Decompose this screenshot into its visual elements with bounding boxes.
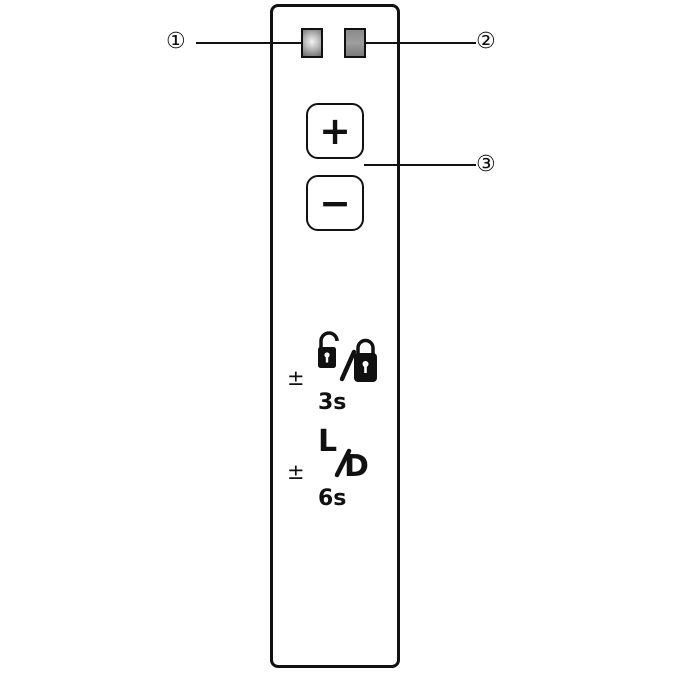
plus-minus-sign: ± [287, 460, 305, 484]
callout-line-1 [196, 42, 302, 44]
padlock-open-closed-icon [318, 331, 377, 382]
indicator-led-2 [344, 28, 366, 58]
callout-number-3: ③ [476, 152, 496, 177]
callout-number-1: ① [166, 29, 186, 54]
minus-button[interactable]: − [306, 175, 364, 231]
callout-line-2 [366, 42, 476, 44]
light-symbol: L [318, 424, 338, 459]
dark-symbol: D [344, 449, 369, 484]
callout-number-2: ② [476, 29, 496, 54]
light-dark-icon [334, 448, 352, 478]
hold-time-6s: 6s [318, 486, 347, 511]
callout-line-3 [364, 164, 476, 166]
hold-time-3s: 3s [318, 390, 347, 415]
plus-icon: + [319, 109, 351, 153]
plus-minus-sign: ± [287, 366, 305, 390]
indicator-led-1 [301, 28, 323, 58]
minus-icon: − [319, 181, 351, 225]
plus-button[interactable]: + [306, 103, 364, 159]
